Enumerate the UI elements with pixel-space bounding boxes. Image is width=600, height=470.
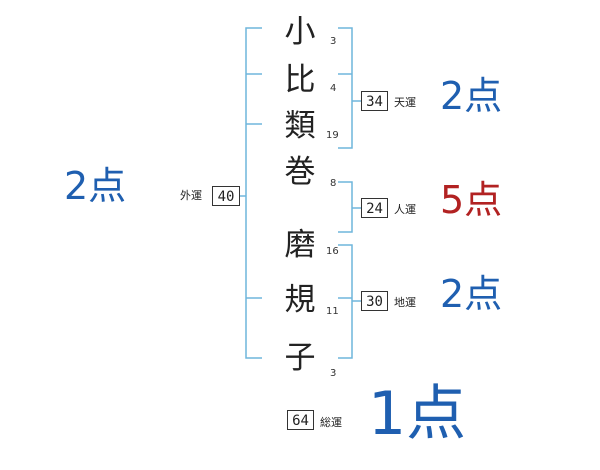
name-char-7: 子 [284,340,316,376]
stroke-count-4: 8 [330,178,337,189]
person-fortune-score: 5点 [440,178,503,222]
name-char-3: 類 [284,108,316,144]
outer-fortune-score: 2点 [64,164,127,208]
stroke-count-6: 11 [326,306,339,317]
name-char-4: 巻 [284,154,316,190]
person-fortune-value: 24 [361,198,388,218]
earth-fortune-score: 2点 [440,272,503,316]
outer-fortune-value: 40 [212,186,240,206]
person-fortune-label: 人運 [394,203,416,216]
earth-bracket [338,244,353,359]
stroke-count-3: 19 [326,130,339,141]
total-fortune-score: 1点 [368,379,467,449]
stroke-count-2: 4 [330,83,337,94]
heaven-fortune-score: 2点 [440,74,503,118]
heaven-bracket [338,27,353,149]
name-char-5: 磨 [284,227,316,263]
stroke-count-5: 16 [326,246,339,257]
person-bracket [338,181,353,233]
name-char-1: 小 [284,14,316,50]
stroke-count-1: 3 [330,36,337,47]
total-fortune-label: 総運 [320,416,342,429]
outer-fortune-label: 外運 [180,189,202,202]
earth-fortune-value: 30 [361,291,388,311]
earth-fortune-label: 地運 [394,296,416,309]
stroke-count-7: 3 [330,368,337,379]
name-char-6: 規 [284,282,316,318]
total-fortune-value: 64 [287,410,314,430]
heaven-fortune-label: 天運 [394,96,416,109]
name-char-2: 比 [284,62,316,98]
heaven-fortune-value: 34 [361,91,388,111]
outer-bracket [245,27,262,359]
